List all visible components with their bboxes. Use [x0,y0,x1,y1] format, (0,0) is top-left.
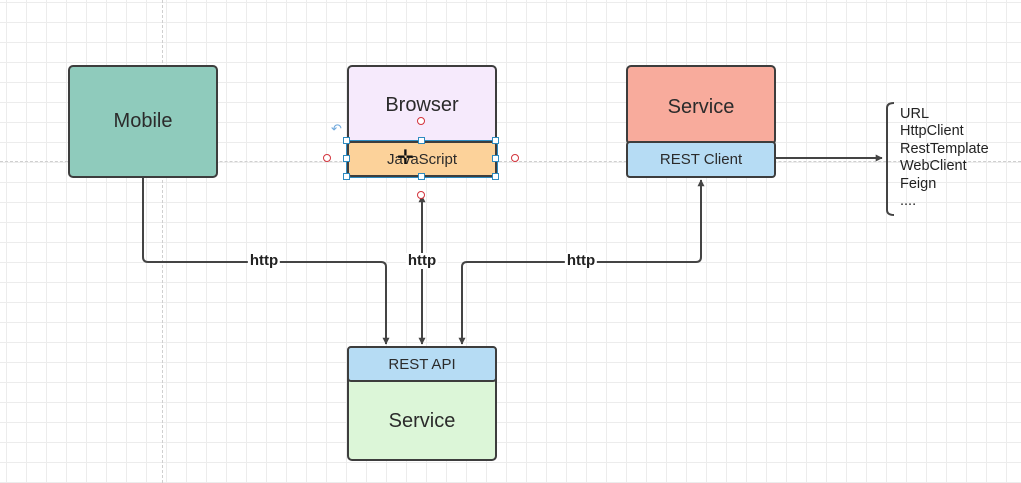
resize-handle-top[interactable] [418,137,425,144]
service-bottom-label: Service [388,409,456,432]
browser-label: Browser [385,94,459,116]
edge-label-mobile-http: http [247,252,281,269]
mobile-label: Mobile [113,110,173,132]
option-item: HttpClient [900,123,964,140]
option-item: URL [900,106,930,122]
resize-handle-bottom[interactable] [418,173,425,180]
rest-client-options-list: URL HttpClient RestTemplate WebClient Fe… [900,106,989,210]
horizontal-guide-line [0,161,1021,162]
option-item: .... [900,193,917,210]
rest-api-label: REST API [388,355,456,373]
browser-node[interactable]: Browser [347,65,497,143]
mobile-node[interactable]: Mobile [68,65,218,178]
resize-handle-top-left[interactable] [343,137,350,144]
connection-point-top[interactable] [417,117,425,125]
resize-handle-bottom-left[interactable] [343,173,350,180]
connection-point-bottom[interactable] [417,191,425,199]
move-cursor-icon: ✛ [397,147,414,169]
rest-api-node[interactable]: REST API [347,346,497,382]
edge-label-javascript-http: http [405,252,439,269]
rest-client-label: REST Client [659,151,743,168]
connection-point-right[interactable] [511,154,519,162]
options-bracket [886,102,895,216]
rest-client-node[interactable]: REST Client [626,141,776,178]
rotate-handle-icon[interactable]: ↶ [331,121,342,136]
connection-point-left[interactable] [323,154,331,162]
vertical-guide-line [162,0,163,483]
resize-handle-top-right[interactable] [492,137,499,144]
service-top-node[interactable]: Service [626,65,776,145]
option-item: RestTemplate [900,140,989,157]
option-item: Feign [900,175,937,192]
resize-handle-right[interactable] [492,155,499,162]
resize-handle-left[interactable] [343,155,350,162]
edge-label-client-http: http [564,252,598,269]
service-top-label: Service [667,96,735,118]
resize-handle-bottom-right[interactable] [492,173,499,180]
javascript-label: JavaScript [386,150,458,168]
option-item: WebClient [900,158,967,175]
